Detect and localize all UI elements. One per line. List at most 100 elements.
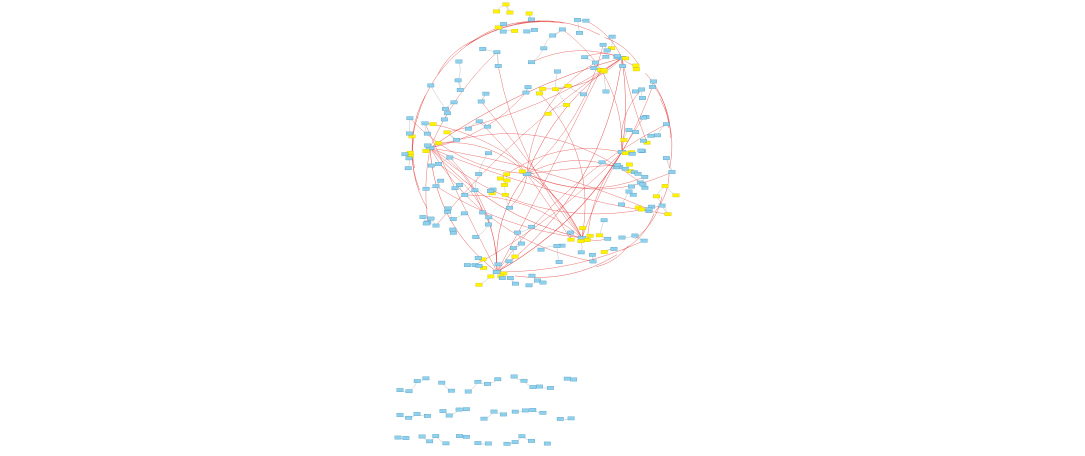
graph-node-blue[interactable]	[523, 29, 531, 34]
graph-node-blue[interactable]	[462, 407, 470, 412]
graph-node-yellow[interactable]	[429, 122, 437, 127]
graph-node-blue[interactable]	[662, 122, 670, 127]
graph-node-blue[interactable]	[528, 439, 535, 443]
graph-node-blue[interactable]	[668, 170, 676, 174]
graph-node-blue[interactable]	[618, 235, 626, 240]
graph-node-blue[interactable]	[464, 389, 472, 394]
graph-node-blue[interactable]	[539, 410, 547, 415]
graph-node-blue[interactable]	[527, 17, 535, 22]
graph-node-blue[interactable]	[536, 384, 543, 389]
graph-node-blue[interactable]	[449, 230, 457, 235]
graph-node-yellow[interactable]	[600, 68, 608, 73]
graph-node-blue[interactable]	[522, 172, 532, 176]
graph-node-blue[interactable]	[511, 440, 519, 444]
graph-node-yellow[interactable]	[480, 266, 488, 270]
graph-node-yellow[interactable]	[539, 87, 547, 91]
graph-node-yellow[interactable]	[620, 138, 628, 142]
graph-node-blue[interactable]	[510, 374, 518, 379]
graph-node-blue[interactable]	[450, 100, 458, 105]
graph-node-blue[interactable]	[522, 90, 530, 95]
graph-node-yellow[interactable]	[583, 238, 591, 242]
graph-node-blue[interactable]	[634, 171, 642, 176]
graph-node-blue[interactable]	[556, 417, 564, 421]
graph-node-yellow[interactable]	[632, 67, 640, 72]
graph-node-blue[interactable]	[640, 238, 648, 243]
graph-node-yellow[interactable]	[563, 103, 570, 107]
graph-node-yellow[interactable]	[622, 56, 629, 61]
graph-node-blue[interactable]	[406, 131, 413, 136]
graph-node-blue[interactable]	[472, 235, 480, 239]
graph-node-yellow[interactable]	[643, 140, 651, 145]
graph-node-yellow[interactable]	[586, 233, 594, 238]
graph-node-blue[interactable]	[484, 441, 492, 446]
graph-node-blue[interactable]	[446, 155, 454, 160]
graph-node-yellow[interactable]	[621, 151, 629, 156]
graph-node-blue[interactable]	[599, 42, 607, 47]
graph-node-yellow[interactable]	[501, 192, 509, 197]
graph-node-blue[interactable]	[576, 31, 583, 35]
graph-node-blue[interactable]	[628, 151, 636, 156]
graph-node-blue[interactable]	[485, 215, 493, 220]
graph-node-yellow[interactable]	[564, 83, 572, 88]
graph-node-blue[interactable]	[422, 221, 430, 226]
graph-node-blue[interactable]	[577, 250, 585, 255]
graph-node-blue[interactable]	[437, 178, 445, 183]
graph-node-blue[interactable]	[455, 407, 463, 412]
graph-node-blue[interactable]	[492, 270, 502, 274]
graph-node-blue[interactable]	[475, 119, 483, 124]
graph-node-blue[interactable]	[413, 412, 421, 416]
graph-node-blue[interactable]	[608, 34, 616, 39]
graph-node-blue[interactable]	[549, 33, 557, 38]
graph-node-blue[interactable]	[454, 78, 462, 83]
graph-node-blue[interactable]	[453, 137, 461, 142]
graph-node-blue[interactable]	[482, 91, 490, 96]
graph-node-blue[interactable]	[506, 205, 513, 210]
graph-node-blue[interactable]	[598, 160, 606, 165]
graph-node-blue[interactable]	[471, 188, 479, 193]
graph-node-blue[interactable]	[405, 389, 413, 394]
graph-node-blue[interactable]	[405, 156, 413, 161]
graph-node-blue[interactable]	[505, 259, 513, 264]
graph-node-blue[interactable]	[477, 99, 485, 104]
graph-node-blue[interactable]	[524, 85, 532, 89]
graph-node-blue[interactable]	[520, 378, 528, 383]
graph-node-yellow[interactable]	[579, 226, 587, 230]
graph-node-blue[interactable]	[485, 222, 492, 227]
graph-node-blue[interactable]	[553, 244, 561, 248]
graph-node-blue[interactable]	[474, 441, 482, 445]
graph-node-blue[interactable]	[654, 133, 661, 138]
graph-node-blue[interactable]	[641, 185, 649, 190]
graph-node-blue[interactable]	[479, 210, 487, 215]
graph-node-blue[interactable]	[449, 217, 457, 221]
graph-node-blue[interactable]	[574, 18, 581, 22]
graph-node-blue[interactable]	[422, 376, 430, 381]
graph-node-blue[interactable]	[539, 280, 547, 285]
graph-node-yellow[interactable]	[638, 207, 645, 212]
graph-node-blue[interactable]	[406, 116, 414, 121]
graph-node-blue[interactable]	[424, 414, 431, 418]
graph-node-blue[interactable]	[514, 230, 521, 235]
graph-node-yellow[interactable]	[422, 149, 430, 153]
graph-node-blue[interactable]	[510, 246, 517, 250]
graph-node-blue[interactable]	[582, 18, 590, 23]
graph-node-blue[interactable]	[637, 148, 645, 153]
graph-node-blue[interactable]	[440, 117, 448, 122]
graph-node-blue[interactable]	[641, 175, 649, 179]
graph-node-blue[interactable]	[484, 124, 492, 129]
graph-node-blue[interactable]	[423, 131, 431, 136]
graph-node-yellow[interactable]	[511, 254, 519, 259]
graph-node-blue[interactable]	[632, 130, 640, 134]
graph-node-yellow[interactable]	[502, 2, 510, 7]
graph-node-yellow[interactable]	[494, 25, 502, 30]
graph-node-blue[interactable]	[600, 218, 608, 223]
graph-node-blue[interactable]	[639, 96, 646, 100]
graph-node-blue[interactable]	[405, 415, 413, 420]
graph-node-blue[interactable]	[570, 377, 578, 382]
graph-node-blue[interactable]	[444, 209, 451, 214]
graph-node-blue[interactable]	[500, 412, 507, 417]
graph-node-blue[interactable]	[418, 434, 426, 439]
graph-node-blue[interactable]	[588, 252, 596, 257]
graph-node-blue[interactable]	[474, 379, 482, 384]
graph-node-blue[interactable]	[494, 64, 502, 68]
